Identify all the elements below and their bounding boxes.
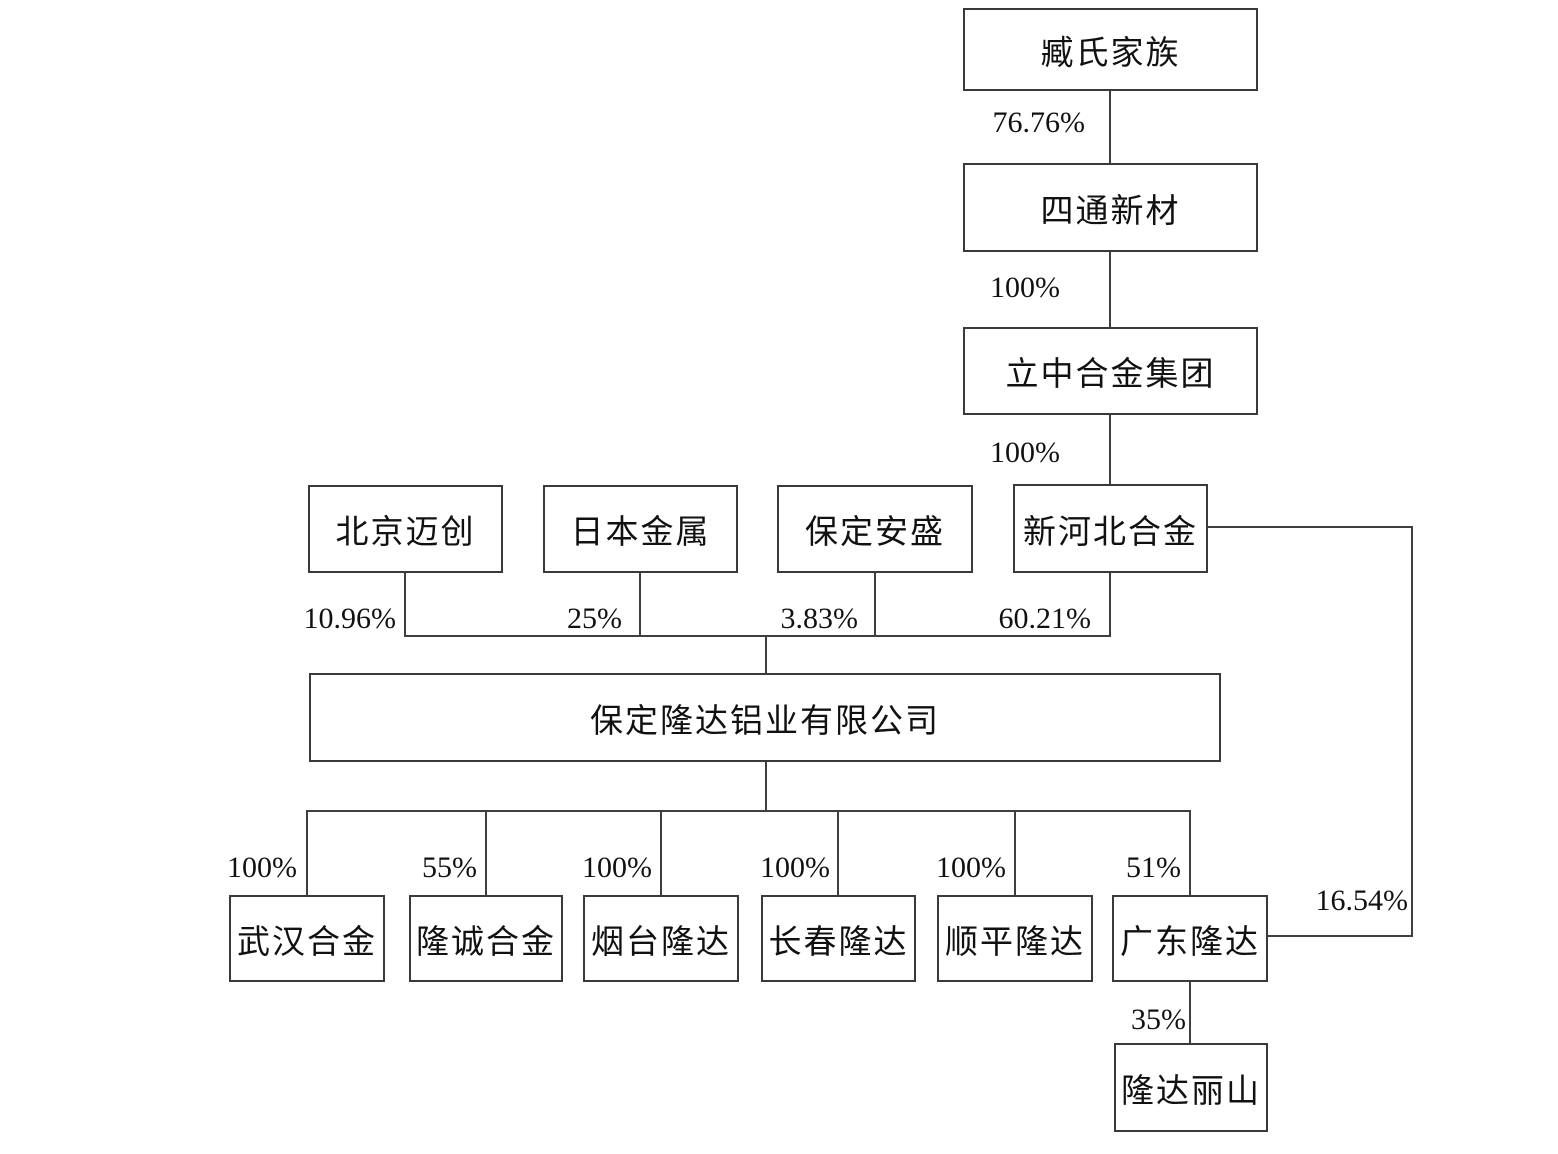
node-riben-jinshu: 日本金属 — [543, 485, 738, 573]
connector-ansheng-drop — [874, 573, 876, 636]
node-zangshi-jiazu-label: 臧氏家族 — [1040, 35, 1181, 72]
edge-label-ansheng-longda: 3.83% — [780, 602, 859, 635]
node-longda-lishan: 隆达丽山 — [1114, 1043, 1268, 1132]
connector-shareholder-bus — [404, 635, 1111, 637]
connector-zang-sitong — [1109, 91, 1111, 163]
node-longda-lishan-label: 隆达丽山 — [1121, 1073, 1261, 1110]
connector-subsidiary-bus — [306, 810, 1191, 812]
connector-sitong-lizhong — [1109, 252, 1111, 327]
node-longcheng-hejin: 隆诚合金 — [409, 895, 563, 982]
node-beijing-maichuang-label: 北京迈创 — [335, 515, 476, 551]
connector-riben-drop — [639, 573, 641, 636]
node-baoding-ansheng-label: 保定安盛 — [805, 515, 945, 551]
connector-guangdong-right-h — [1268, 935, 1413, 937]
node-baoding-ansheng: 保定安盛 — [777, 485, 973, 573]
connector-bus-to-longda — [765, 636, 767, 673]
node-sitong-xincai-label: 四通新材 — [1040, 193, 1181, 230]
node-wuhan-hejin-label: 武汉合金 — [237, 924, 377, 961]
node-changchun-longda: 长春隆达 — [761, 895, 916, 982]
edge-label-zang-sitong: 76.76% — [992, 106, 1086, 139]
connector-guangdong-lishan — [1189, 982, 1191, 1043]
connector-wuhan-drop — [306, 811, 308, 895]
node-changchun-longda-label: 长春隆达 — [768, 924, 909, 961]
node-baoding-longda-label: 保定隆达铝业有限公司 — [590, 703, 940, 740]
connector-shunping-drop — [1014, 811, 1016, 895]
edge-label-longda-yantai: 100% — [582, 851, 652, 884]
node-lizhong-hejin-jituan-label: 立中合金集团 — [1005, 357, 1216, 393]
edge-label-longda-longcheng: 55% — [422, 851, 477, 884]
connector-xinhebei-right-v — [1411, 526, 1413, 937]
connector-changchun-drop — [837, 811, 839, 895]
edge-label-longda-guangdong: 51% — [1126, 851, 1181, 884]
node-xinhebei-hejin: 新河北合金 — [1013, 484, 1208, 573]
connector-guangdong-drop — [1189, 811, 1191, 895]
edge-label-sitong-lizhong: 100% — [990, 271, 1060, 304]
node-xinhebei-hejin-label: 新河北合金 — [1023, 514, 1198, 551]
node-shunping-longda-label: 顺平隆达 — [945, 924, 1085, 961]
connector-longda-drop — [765, 762, 767, 811]
edge-label-xinhebei-guangdong: 16.54% — [1315, 884, 1409, 917]
edge-label-longda-changchun: 100% — [760, 851, 830, 884]
connector-xinhebei-drop — [1109, 573, 1111, 636]
edge-label-xinhebei-longda: 60.21% — [998, 602, 1092, 635]
connector-longcheng-drop — [485, 811, 487, 895]
edge-label-longda-shunping: 100% — [936, 851, 1006, 884]
edge-label-riben-longda: 25% — [567, 602, 622, 635]
edge-label-longda-wuhan: 100% — [227, 851, 297, 884]
node-yantai-longda-label: 烟台隆达 — [591, 924, 731, 961]
node-shunping-longda: 顺平隆达 — [937, 895, 1093, 982]
connector-lizhong-xinhebei — [1109, 415, 1111, 484]
connector-beijing-drop — [404, 573, 406, 636]
connector-xinhebei-right-h — [1207, 526, 1413, 528]
node-yantai-longda: 烟台隆达 — [583, 895, 739, 982]
node-longcheng-hejin-label: 隆诚合金 — [416, 924, 556, 961]
node-baoding-longda: 保定隆达铝业有限公司 — [309, 673, 1221, 762]
edge-label-beijing-longda: 10.96% — [303, 602, 397, 635]
node-riben-jinshu-label: 日本金属 — [570, 515, 711, 551]
node-guangdong-longda: 广东隆达 — [1112, 895, 1268, 982]
node-wuhan-hejin: 武汉合金 — [229, 895, 385, 982]
node-zangshi-jiazu: 臧氏家族 — [963, 8, 1258, 91]
node-guangdong-longda-label: 广东隆达 — [1120, 924, 1260, 961]
node-sitong-xincai: 四通新材 — [963, 163, 1258, 252]
node-beijing-maichuang: 北京迈创 — [308, 485, 503, 573]
connector-yantai-drop — [660, 811, 662, 895]
edge-label-lizhong-xinhebei: 100% — [990, 436, 1060, 469]
node-lizhong-hejin-jituan: 立中合金集团 — [963, 327, 1258, 415]
edge-label-guangdong-lishan: 35% — [1131, 1003, 1186, 1036]
